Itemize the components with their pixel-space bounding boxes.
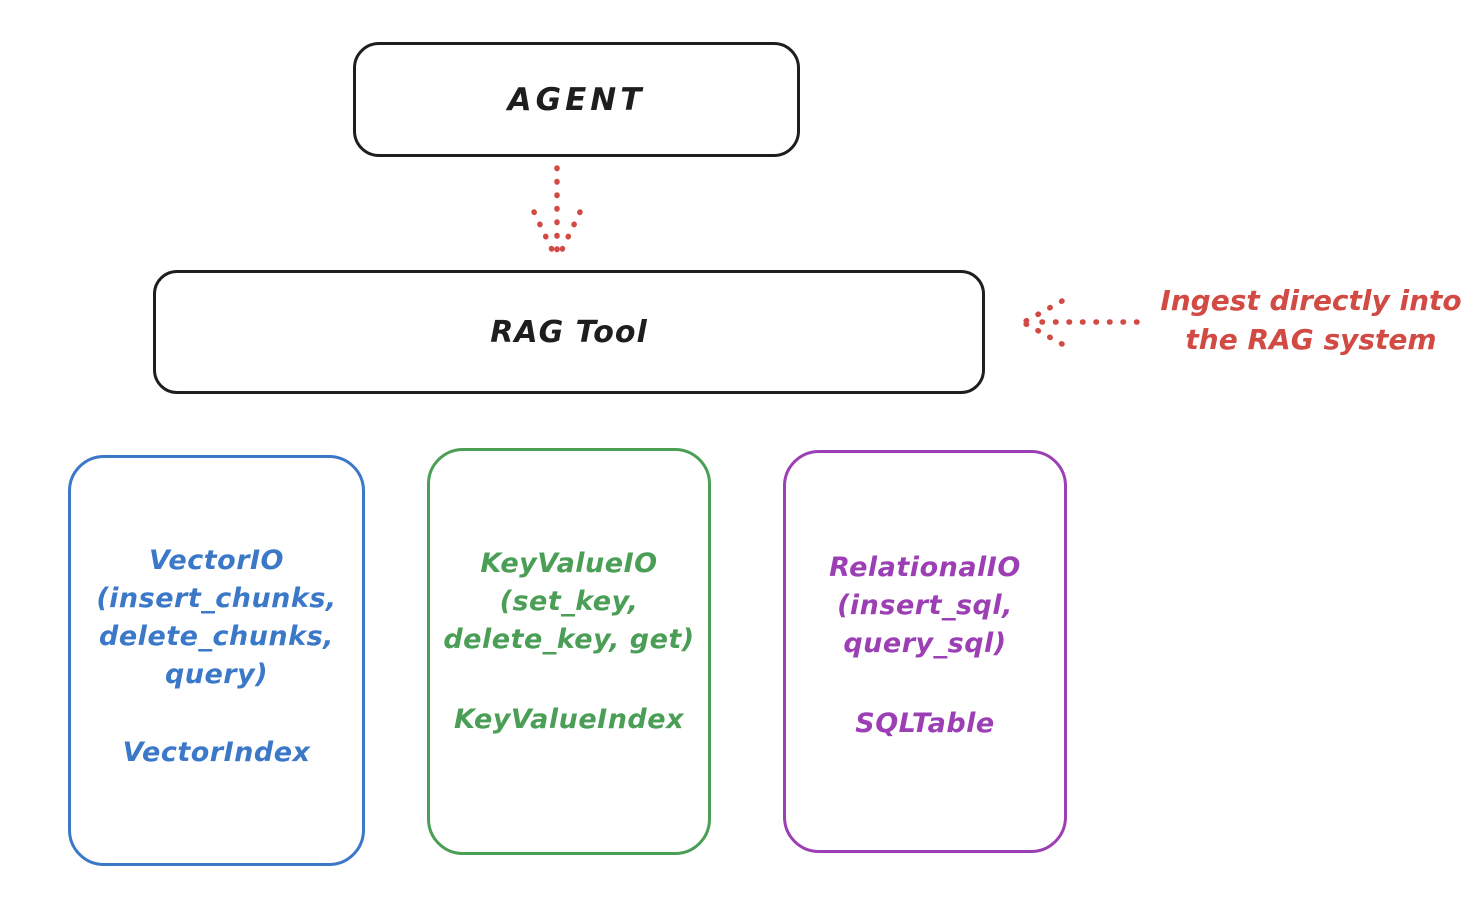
- agent-to-rag-arrow: [531, 165, 583, 259]
- rag-tool-node: RAG Tool: [153, 270, 985, 394]
- method-line: query): [164, 659, 269, 690]
- method-line: KeyValueIO: [480, 548, 658, 579]
- agent-label: AGENT: [507, 81, 646, 118]
- method-line: (insert_sql,: [837, 590, 1013, 621]
- ingest-annotation-line2: the RAG system: [1185, 323, 1437, 356]
- keyvalue-io-node: KeyValueIO (set_key, delete_key, get) Ke…: [427, 448, 711, 855]
- index-label: SQLTable: [855, 708, 995, 739]
- ingest-annotation-line1: Ingest directly into: [1160, 284, 1462, 317]
- method-line: delete_key, get): [443, 624, 695, 655]
- method-line: RelationalIO: [829, 552, 1021, 583]
- vector-io-methods: VectorIO (insert_chunks, delete_chunks, …: [96, 542, 336, 694]
- vector-io-node: VectorIO (insert_chunks, delete_chunks, …: [68, 455, 365, 866]
- index-label: KeyValueIndex: [454, 704, 684, 735]
- method-line: VectorIO: [148, 545, 285, 576]
- relational-io-methods: RelationalIO (insert_sql, query_sql): [829, 549, 1021, 663]
- rag-tool-label: RAG Tool: [490, 314, 648, 350]
- ingest-annotation-arrow: [1023, 298, 1140, 347]
- keyvalue-io-methods: KeyValueIO (set_key, delete_key, get): [443, 545, 694, 659]
- method-line: query_sql): [843, 628, 1007, 659]
- agent-node: AGENT: [353, 42, 800, 157]
- index-label: VectorIndex: [122, 737, 311, 768]
- method-line: delete_chunks,: [99, 621, 334, 652]
- ingest-annotation: Ingest directly into the RAG system: [1138, 281, 1484, 359]
- method-line: (insert_chunks,: [96, 583, 337, 614]
- method-line: (set_key,: [499, 586, 639, 617]
- relational-io-node: RelationalIO (insert_sql, query_sql) SQL…: [783, 450, 1067, 853]
